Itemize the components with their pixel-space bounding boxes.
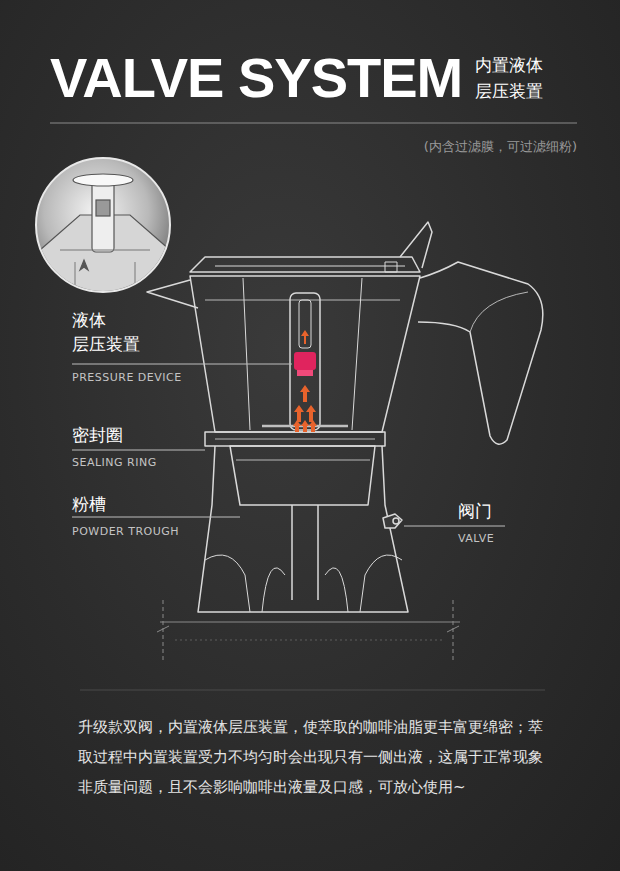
leader-lines bbox=[72, 364, 505, 526]
part-name-english: POWDER TROUGH bbox=[72, 525, 179, 539]
part-name: 液体 层压装置 bbox=[72, 308, 140, 356]
header-rule bbox=[50, 123, 577, 124]
caption: 升级款双阀，内置液体层压装置，使萃取的咖啡油脂更丰富更绵密；萃取过程中内置装置受… bbox=[78, 712, 550, 802]
subtitle: 内置液体 层压装置 bbox=[475, 52, 543, 104]
inset-photo bbox=[36, 158, 170, 300]
title: VALVE SYSTEM bbox=[50, 50, 462, 106]
pressure-device-highlight bbox=[293, 330, 317, 432]
part-name-english: VALVE bbox=[458, 532, 494, 546]
moka-pot-outline bbox=[147, 222, 543, 660]
part-name: 密封圈 bbox=[72, 424, 123, 446]
part-name: 粉槽 bbox=[72, 493, 106, 515]
part-name-english: SEALING RING bbox=[72, 456, 157, 470]
part-name-english: PRESSURE DEVICE bbox=[72, 371, 182, 385]
part-name: 阀门 bbox=[458, 500, 492, 522]
footer-rule bbox=[80, 690, 545, 691]
note: (内含过滤膜，可过滤细粉) bbox=[424, 138, 577, 156]
